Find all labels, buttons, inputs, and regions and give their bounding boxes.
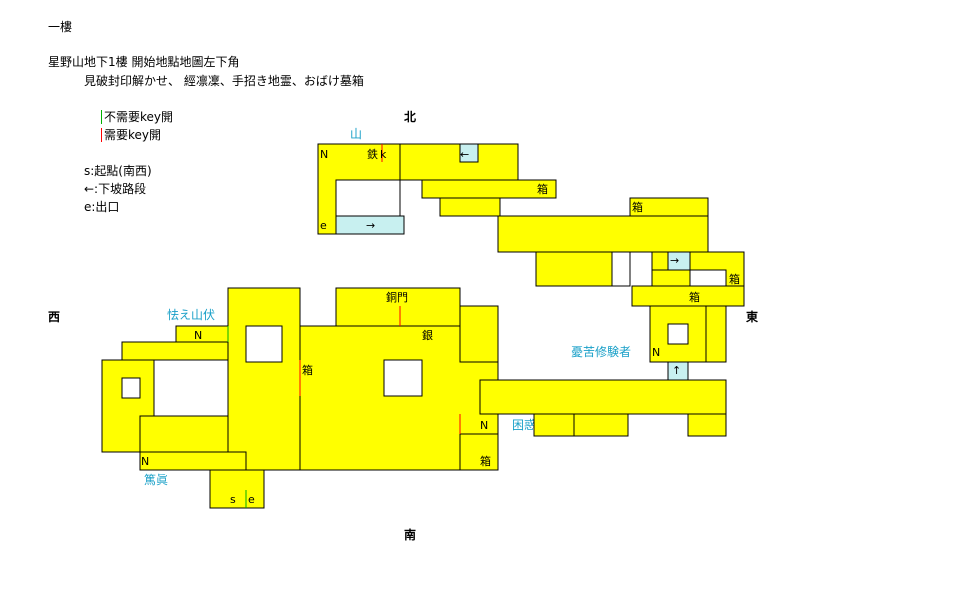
label-bronze-door: 銅門 bbox=[386, 290, 408, 304]
map-labels: N 鉄 k ← e → 箱 箱 → 箱 箱 銅門 銀 N ↑ N 箱 N 箱 N… bbox=[141, 147, 740, 506]
npc-mountain: 山 bbox=[350, 127, 363, 141]
npc-devout: 篤眞 bbox=[144, 473, 169, 487]
arrow-up-stairs: ↑ bbox=[672, 364, 681, 377]
label-silver: 銀 bbox=[422, 328, 433, 342]
legend-exit: e:出口 bbox=[84, 200, 120, 214]
label-n-west: N bbox=[194, 329, 202, 342]
label-exit: e bbox=[248, 493, 255, 506]
map-subtitle: 星野山地下1樓 開始地點地圖左下角 bbox=[48, 55, 240, 69]
label-iron-door: 鉄 bbox=[367, 147, 378, 161]
key-door-swatch bbox=[101, 128, 102, 142]
label-n-south: N bbox=[480, 419, 488, 432]
chest-5: 箱 bbox=[302, 363, 313, 377]
map-floor bbox=[101, 143, 745, 509]
page-title: 一樓 bbox=[48, 20, 73, 34]
chest-1: 箱 bbox=[537, 182, 548, 196]
legend-start: s:起點(南西) bbox=[84, 164, 152, 178]
label-e-north: e bbox=[320, 219, 327, 232]
arrow-left-stairs: ← bbox=[460, 148, 469, 161]
label-n-north: N bbox=[320, 148, 328, 161]
arrow-right-east: → bbox=[670, 254, 679, 267]
compass-north: 北 bbox=[404, 110, 417, 124]
chest-4: 箱 bbox=[689, 290, 700, 304]
map-walls bbox=[121, 179, 727, 399]
label-n-southwest: N bbox=[141, 455, 149, 468]
npc-timid-monk: 怯え山伏 bbox=[167, 308, 216, 322]
chest-6: 箱 bbox=[480, 454, 491, 468]
compass-west: 西 bbox=[48, 310, 61, 324]
legend-need-key: 需要key開 bbox=[104, 128, 162, 142]
legend-no-key: 不需要key開 bbox=[104, 110, 174, 124]
npc-ascetic: 憂苦修験者 bbox=[571, 345, 632, 359]
stair-tiles bbox=[335, 143, 691, 381]
label-start: s bbox=[230, 493, 236, 506]
monster-list: 見破封印解かせ、 經凛凜、手招き地霊、おばけ墓箱 bbox=[84, 74, 364, 88]
chest-3: 箱 bbox=[729, 272, 740, 286]
compass-south: 南 bbox=[404, 528, 417, 542]
chest-2: 箱 bbox=[632, 200, 643, 214]
door-marks bbox=[227, 144, 461, 508]
compass-east: 東 bbox=[746, 310, 759, 324]
no-key-door-swatch bbox=[101, 110, 102, 124]
arrow-right-stairs: → bbox=[366, 219, 375, 232]
legend-stairs: ←:下坡路段 bbox=[84, 182, 147, 196]
label-k: k bbox=[380, 148, 387, 161]
label-n-east: N bbox=[652, 346, 660, 359]
